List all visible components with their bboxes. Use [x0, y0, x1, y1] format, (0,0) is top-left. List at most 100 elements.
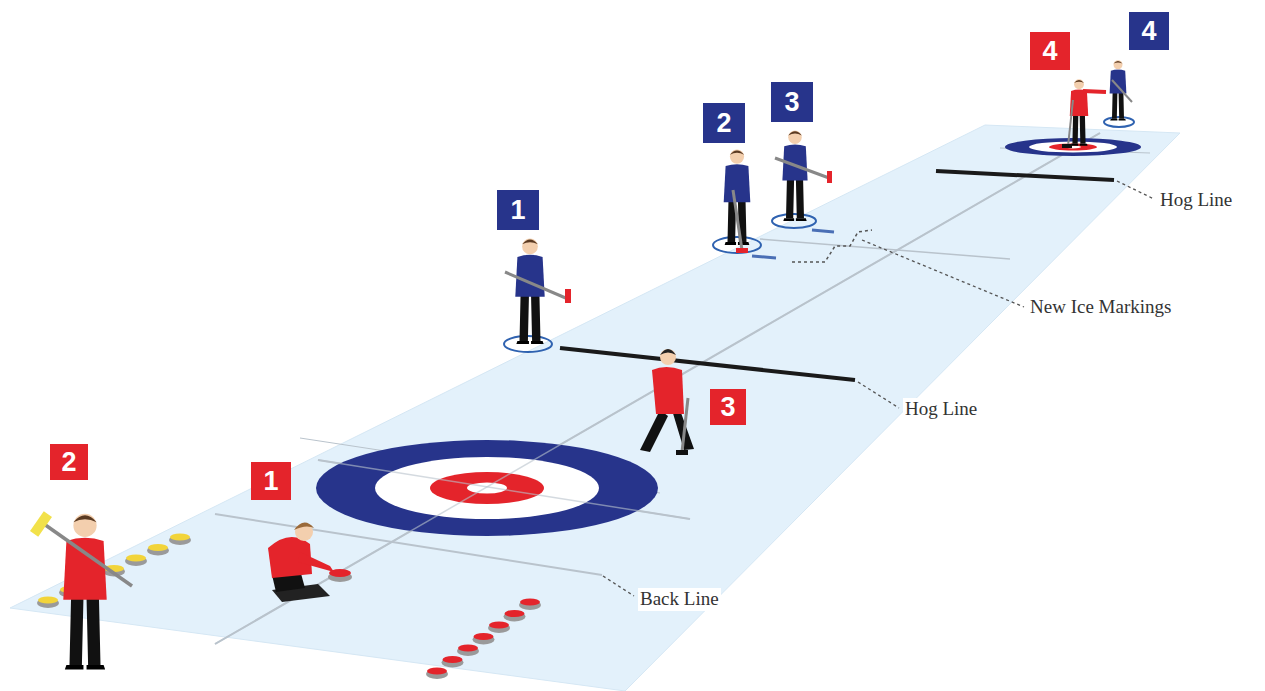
callout-number-box: 4: [1030, 32, 1070, 70]
leader-lines-part: [862, 240, 1024, 307]
leader-lines-part: [1117, 181, 1154, 199]
callout-number-box: 1: [251, 462, 291, 500]
blue-player-3-part: [827, 171, 832, 183]
new-ice-markings-part: [752, 256, 776, 258]
player-rings-part: [713, 237, 761, 253]
curling-stone-part: [520, 598, 540, 605]
line-label: New Ice Markings: [1028, 296, 1173, 319]
ice-lines-part: [215, 133, 1100, 644]
near-house-part: [215, 133, 1100, 644]
red-player-1-delivering-part: [294, 522, 314, 530]
callout-number: 3: [784, 89, 799, 116]
curling-stone: [473, 633, 495, 645]
blue-player-2-part: [724, 149, 751, 244]
line-label: Hog Line: [1158, 189, 1234, 212]
near-house: [215, 133, 1100, 644]
blue-player-4-part: [1112, 80, 1132, 102]
blue-player-3-part: [782, 130, 807, 220]
red-player-2-part: [44, 524, 132, 586]
callout-number-box: 2: [50, 444, 88, 480]
blue-player-1-part: [565, 289, 571, 303]
red-player-3-part: [652, 367, 684, 414]
red-player-4-part: [1062, 144, 1072, 148]
red-player-3-part: [676, 450, 688, 455]
callout-number: 4: [1141, 18, 1156, 45]
ice-lines: [215, 133, 1150, 644]
blue-player-3: [775, 130, 832, 220]
curling-stone-part: [38, 596, 58, 603]
ice-sheet: [10, 125, 1180, 691]
blue-player-2-part: [733, 190, 742, 250]
callout-number: 1: [510, 197, 525, 224]
red-player-1-delivering: [268, 522, 352, 602]
red-player-2-part: [30, 511, 52, 536]
blue-player-2-part: [736, 248, 748, 253]
new-ice-markings-part: [812, 230, 834, 232]
curling-stone: [426, 667, 448, 679]
callout-number: 2: [61, 449, 76, 476]
curling-stone-part: [427, 667, 447, 674]
callout-number-box: 3: [771, 82, 813, 122]
new-ice-markings-part: [792, 230, 872, 262]
curling-stone: [504, 610, 526, 622]
blue-player-1: [505, 239, 571, 345]
leader-lines-part: [603, 576, 634, 596]
curling-stone: [147, 544, 169, 556]
player-rings-part: [772, 214, 816, 228]
curling-stone: [169, 533, 191, 545]
near-house-part: [316, 440, 658, 536]
callout-number: 2: [716, 110, 731, 137]
player-rings-part: [1104, 117, 1134, 127]
callout-number-box: 3: [710, 389, 746, 425]
curling-stones: [37, 533, 541, 679]
hog-lines-part: [936, 171, 1114, 180]
red-player-2-part: [63, 514, 106, 670]
red-player-3-part: [660, 349, 676, 355]
red-player-4-part: [1083, 91, 1106, 92]
new-ice-markings: [752, 230, 872, 262]
blue-player-2: [724, 149, 751, 253]
callout-number-box: 4: [1129, 12, 1169, 50]
ice-sheet-part: [10, 125, 1180, 691]
curling-stone-part: [474, 633, 494, 640]
blue-player-1-part: [505, 272, 568, 299]
red-player-3-part: [682, 398, 688, 452]
blue-player-4-part: [1110, 60, 1127, 120]
curling-stone: [457, 644, 479, 656]
callout-number-box: 1: [497, 190, 539, 230]
red-player-3: [640, 349, 694, 455]
blue-player-1-part: [515, 239, 544, 345]
curling-stone: [37, 596, 59, 608]
blue-player-3-part: [775, 158, 829, 178]
near-house-part: [318, 460, 690, 519]
curling-stone: [125, 554, 147, 566]
ice-sheet-part: [10, 125, 1180, 691]
hog-lines-part: [560, 348, 855, 380]
red-player-1-delivering-part: [329, 569, 351, 577]
near-house-part: [430, 472, 544, 504]
curling-stone-part: [458, 644, 478, 651]
line-label: Back Line: [638, 588, 721, 611]
hog-lines: [560, 171, 1114, 380]
curling-stone-part: [126, 554, 146, 561]
blue-player-4: [1110, 60, 1132, 120]
red-player-1-delivering-part: [295, 523, 313, 541]
callout-number: 3: [720, 394, 735, 421]
leader-lines: [603, 181, 1154, 596]
curling-stone-part: [505, 610, 525, 617]
line-label: Hog Line: [903, 398, 979, 421]
red-player-3-part: [660, 349, 676, 365]
red-player-4: [1062, 79, 1106, 148]
curling-stone: [519, 598, 541, 610]
curling-stone-part: [443, 656, 463, 663]
curling-stone: [442, 656, 464, 668]
red-player-1-delivering-part: [298, 552, 334, 572]
callout-number: 1: [263, 468, 278, 495]
curling-stone-part: [489, 621, 509, 628]
near-house-part: [375, 457, 599, 519]
red-player-2: [30, 511, 132, 669]
curling-stone-part: [148, 544, 168, 551]
curling-stone-part: [170, 533, 190, 540]
